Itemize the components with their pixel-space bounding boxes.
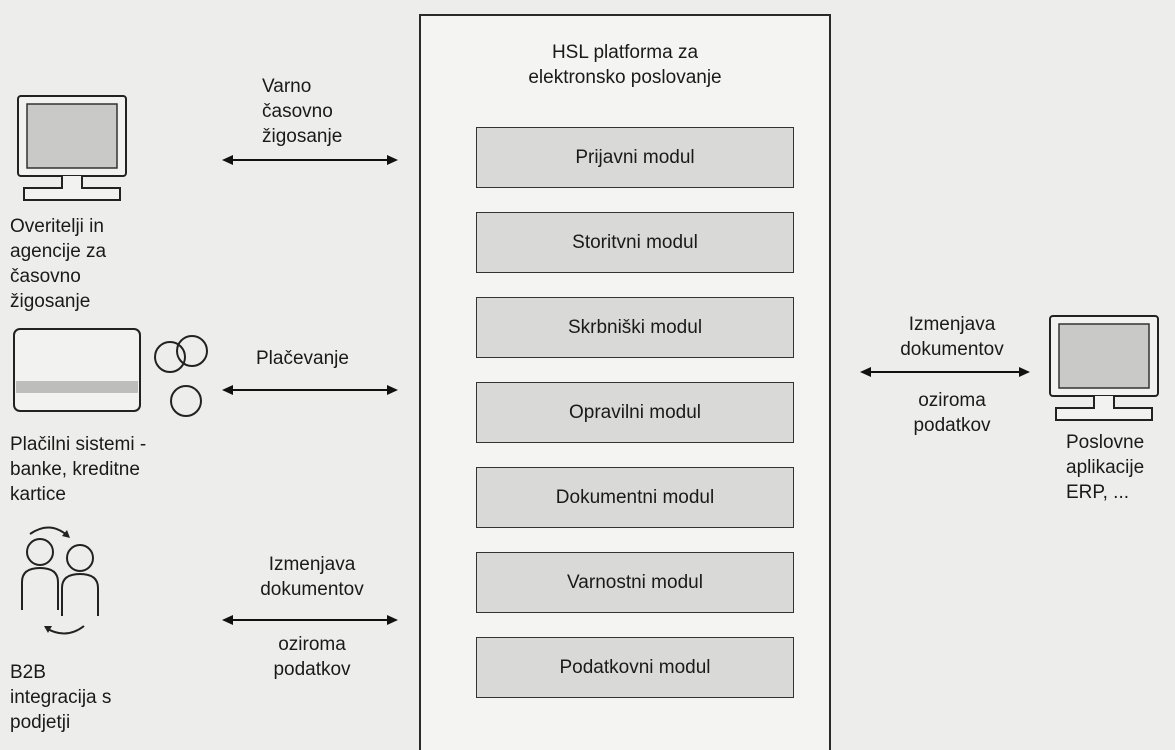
payments-label-line: kartice [10, 484, 66, 505]
module-prijavni: Prijavni modul [476, 127, 794, 188]
module-varnostni: Varnostni modul [476, 552, 794, 613]
payments-label-line: Plačilni sistemi - [10, 434, 147, 455]
b2b-connection-label-bottom: oziroma podatkov [228, 632, 396, 682]
erp-label-line: aplikacije [1066, 457, 1145, 478]
erp-arrow [860, 367, 1030, 377]
connection-label-line: Izmenjava [908, 314, 996, 335]
connection-label-line: oziroma [918, 390, 986, 411]
timestamping-connection-label: Varno časovno žigosanje [262, 74, 342, 149]
erp-connection-label-top: Izmenjava dokumentov [862, 312, 1042, 362]
connection-label-line: podatkov [273, 659, 351, 680]
connection-label-line: dokumentov [260, 579, 364, 600]
timestamping-arrow [222, 155, 398, 165]
connection-label-line: časovno [262, 101, 333, 122]
module-podatkovni: Podatkovni modul [476, 637, 794, 698]
connection-label-line: dokumentov [900, 339, 1004, 360]
connection-label-line: Varno [262, 76, 312, 97]
b2b-connection-label-top: Izmenjava dokumentov [228, 552, 396, 602]
payments-label-line: banke, kreditne [10, 459, 140, 480]
card-coins-icon [13, 328, 208, 417]
payments-arrow [222, 385, 398, 395]
connection-label-line: oziroma [278, 634, 346, 655]
platform-title-line-1: HSL platforma za [551, 42, 699, 63]
module-skrbniski: Skrbniški modul [476, 297, 794, 358]
module-dokumentni: Dokumentni modul [476, 467, 794, 528]
computer-icon [17, 95, 127, 201]
erp-label-line: Poslovne [1066, 432, 1145, 453]
payments-connection-label: Plačevanje [256, 348, 349, 369]
erp-label-line: ERP, ... [1066, 482, 1130, 503]
b2b-label-line: integracija s [10, 687, 112, 708]
erp-label: Poslovne aplikacije ERP, ... [1066, 430, 1144, 505]
connection-label-line: žigosanje [262, 126, 343, 147]
b2b-label: B2B integracija s podjetji [10, 660, 111, 735]
certifiers-label-line: agencije za [10, 241, 107, 262]
connection-label-line: Izmenjava [268, 554, 356, 575]
module-storitvni: Storitvni modul [476, 212, 794, 273]
connection-label-line: podatkov [913, 415, 991, 436]
b2b-label-line: B2B [10, 662, 46, 683]
computer-icon [1049, 315, 1159, 421]
platform-title-line-2: elektronsko poslovanje [528, 67, 722, 88]
certifiers-label-line: časovno [10, 266, 81, 287]
b2b-label-line: podjetji [10, 712, 71, 733]
platform-title: HSL platforma za elektronsko poslovanje [419, 40, 831, 90]
module-opravilni: Opravilni modul [476, 382, 794, 443]
people-exchange-icon [21, 526, 99, 635]
b2b-arrow [222, 615, 398, 625]
payments-label: Plačilni sistemi - banke, kreditne karti… [10, 432, 146, 507]
certifiers-label-line: Overitelji in [10, 216, 104, 237]
erp-connection-label-bottom: oziroma podatkov [862, 388, 1042, 438]
certifiers-label: Overitelji in agencije za časovno žigosa… [10, 214, 106, 314]
certifiers-label-line: žigosanje [10, 291, 91, 312]
